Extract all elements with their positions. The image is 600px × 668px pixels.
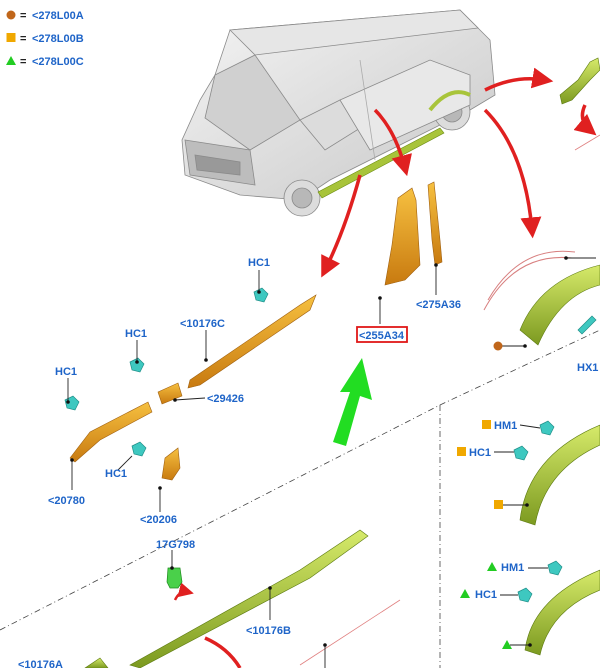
clip-hx1[interactable] <box>577 315 597 335</box>
legend-triangle-marker <box>6 56 16 65</box>
moulding-20206[interactable] <box>161 447 181 481</box>
marker-square-hm1 <box>482 420 491 429</box>
label-hm1-lower[interactable]: HM1 <box>501 562 524 574</box>
clip-17g798[interactable] <box>166 567 183 589</box>
clip-hc1-top[interactable] <box>253 287 269 303</box>
clip-hc1-left[interactable] <box>64 395 80 411</box>
red-arrows <box>173 67 597 668</box>
label-hc1-mid[interactable]: HC1 <box>125 328 147 340</box>
label-255a34[interactable]: <255A34 <box>359 330 405 342</box>
label-29426[interactable]: <29426 <box>207 393 244 405</box>
label-hm1-upper[interactable]: HM1 <box>494 420 517 432</box>
leader-dots <box>66 256 568 647</box>
marker-triangle-arch <box>502 640 512 649</box>
pillar-trim-275a36[interactable] <box>427 181 443 266</box>
highlight-arrow <box>333 358 372 446</box>
label-hc1-low[interactable]: HC1 <box>105 468 127 480</box>
clips <box>64 287 597 603</box>
wheel-arch-liner-upper[interactable] <box>519 264 600 346</box>
section-lines <box>0 134 600 668</box>
legend: = <278L00A = <278L00B = <278L00C <box>6 10 84 68</box>
highlight-box-255a34 <box>356 326 408 343</box>
arch-trim-rear-upper[interactable] <box>559 57 600 105</box>
leader-lines <box>67 257 596 668</box>
clip-hm1-lower[interactable] <box>547 560 563 576</box>
clip-hc1-right-upper[interactable] <box>513 445 529 461</box>
sill-moulding-10176b[interactable] <box>129 529 369 668</box>
clip-hc1-low[interactable] <box>131 441 147 457</box>
label-20780[interactable]: <20780 <box>48 495 85 507</box>
label-20206[interactable]: <20206 <box>140 514 177 526</box>
legend-ref-278l00a[interactable]: <278L00A <box>32 10 84 22</box>
wheel-arch-liner-mid[interactable] <box>519 424 600 526</box>
label-10176a[interactable]: <10176A <box>18 659 63 668</box>
moulding-10176c[interactable] <box>187 294 317 389</box>
marker-circle-278l00a <box>493 341 503 351</box>
van-illustration <box>181 9 496 217</box>
clip-hc1-right-lower[interactable] <box>517 587 533 603</box>
legend-circle-marker <box>6 10 16 20</box>
label-hx1[interactable]: HX1 <box>577 362 598 374</box>
van-arch-highlight <box>428 90 471 112</box>
marker-square-hc1 <box>457 447 466 456</box>
label-hc1-left[interactable]: HC1 <box>55 366 77 378</box>
label-hc1-top[interactable]: HC1 <box>248 257 270 269</box>
marker-triangle-hm1 <box>487 562 497 571</box>
marker-triangle-hc1 <box>460 589 470 598</box>
sill-moulding-10176a[interactable] <box>84 657 109 668</box>
label-hc1-right-lower[interactable]: HC1 <box>475 589 497 601</box>
marker-square-arch <box>494 500 503 509</box>
legend-ref-278l00b[interactable]: <278L00B <box>32 33 84 45</box>
arch-panel-upper <box>483 250 600 346</box>
label-275a36[interactable]: <275A36 <box>416 299 461 311</box>
label-17g798[interactable]: 17G798 <box>156 539 195 551</box>
legend-eq-2: = <box>20 33 26 45</box>
label-hc1-right-upper[interactable]: HC1 <box>469 447 491 459</box>
legend-eq-1: = <box>20 10 26 22</box>
label-10176c[interactable]: <10176C <box>180 318 225 330</box>
moulding-20780[interactable] <box>69 401 153 463</box>
wheel-arch-liner-lower[interactable] <box>524 569 600 656</box>
pillar-trim-255a34[interactable] <box>384 187 421 286</box>
label-10176b[interactable]: <10176B <box>246 625 291 637</box>
clip-hm1-upper[interactable] <box>539 420 555 436</box>
legend-ref-278l00c[interactable]: <278L00C <box>32 56 84 68</box>
legend-eq-3: = <box>20 56 26 68</box>
legend-square-marker <box>6 33 16 42</box>
moulding-29426[interactable] <box>157 382 183 405</box>
wheel-arch-outline <box>487 250 576 301</box>
